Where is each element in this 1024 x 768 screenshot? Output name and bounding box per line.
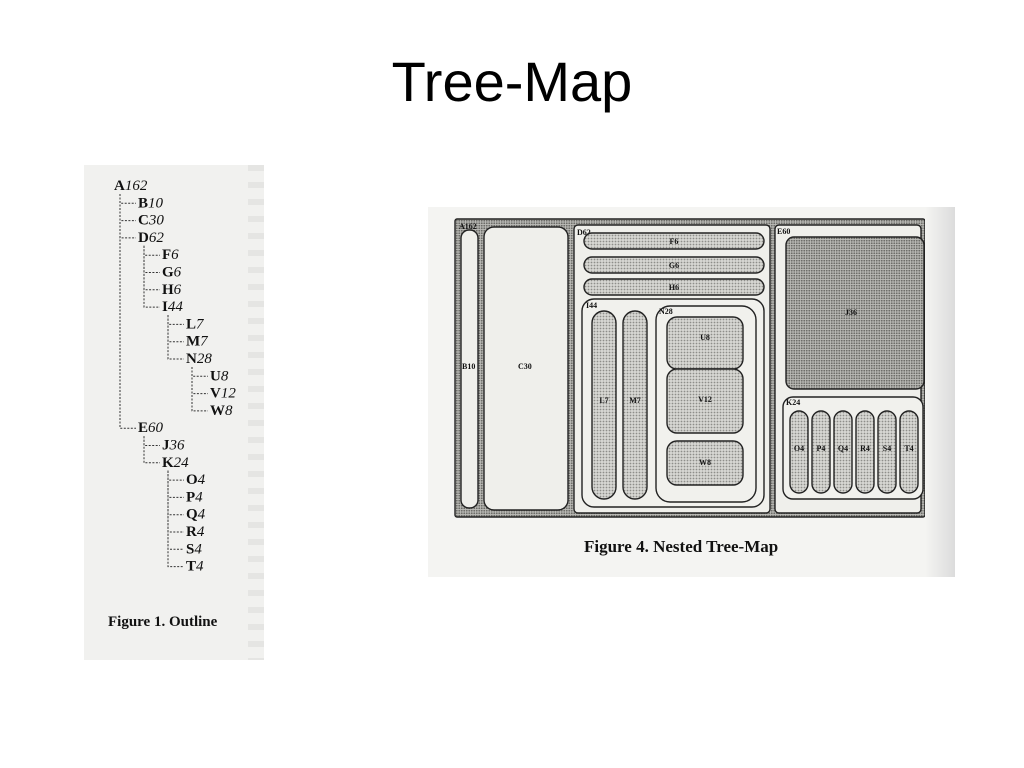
tree-connector	[143, 245, 160, 273]
outline-node: Q4	[186, 507, 206, 523]
treemap-node-t	[899, 410, 919, 494]
outline-node: S4	[186, 541, 202, 557]
treemap-node-r	[855, 410, 875, 494]
outline-node: U8	[210, 368, 229, 384]
tree-connector	[191, 367, 208, 412]
treemap-label-n: N28	[659, 307, 673, 316]
outline-node: P4	[186, 489, 203, 505]
outline-node: A162	[114, 178, 148, 194]
tree-connector	[167, 470, 184, 498]
outline-node: H6	[162, 282, 182, 298]
tree-connector	[191, 367, 208, 395]
scan-edge	[925, 207, 955, 577]
tree-connector	[143, 245, 160, 291]
tree-connector	[119, 194, 136, 204]
tree-connector	[167, 470, 184, 516]
outline-node: D62	[138, 230, 164, 246]
treemap-label-c: C30	[518, 362, 532, 371]
treemap-label-v: V12	[698, 395, 712, 404]
treemap-label-e: E60	[777, 227, 790, 236]
treemap-label-h: H6	[669, 283, 679, 292]
tree-connector	[143, 245, 160, 256]
treemap-node-h	[583, 278, 765, 296]
treemap-label-u: U8	[700, 333, 710, 342]
outline-node: M7	[186, 334, 209, 350]
tree-connector	[191, 367, 208, 377]
outline-node: C30	[138, 213, 164, 229]
treemap-node-p	[811, 410, 831, 494]
treemap-label-w: W8	[699, 458, 711, 467]
treemap-label-a: A162	[459, 222, 477, 231]
treemap-label-p: P4	[817, 444, 826, 453]
outline-node: V12	[210, 386, 236, 402]
treemap-node-l	[591, 310, 617, 500]
outline-caption: Figure 1. Outline	[108, 614, 218, 630]
treemap-node-q	[833, 410, 853, 494]
treemap-label-l: L7	[599, 396, 608, 405]
outline-node: J36	[162, 438, 185, 454]
outline-node: F6	[162, 247, 179, 263]
treemap-node-b	[460, 229, 479, 509]
outline-node: B10	[138, 195, 164, 211]
treemap-label-b: B10	[462, 362, 475, 371]
treemap-caption: Figure 4. Nested Tree-Map	[584, 537, 779, 556]
treemap-label-s: S4	[883, 444, 891, 453]
treemap-label-q: Q4	[838, 444, 848, 453]
tree-connector	[167, 470, 184, 550]
tree-connector	[143, 436, 160, 446]
treemap-node-c	[483, 226, 569, 511]
outline-node: I44	[162, 299, 183, 315]
treemap-node-u	[666, 316, 744, 370]
outline-tree: A162B10C30D62F6G6H6I44L7M7N28U8V12W8E60J…	[114, 178, 236, 575]
tree-connector	[119, 194, 136, 222]
outline-node: K24	[162, 455, 189, 471]
treemap-label-k: K24	[786, 398, 800, 407]
tree-connector	[119, 194, 136, 429]
tree-connector	[119, 194, 136, 239]
treemap-label-o: O4	[794, 444, 804, 453]
treemap-node-j	[785, 236, 925, 390]
outline-node: W8	[210, 403, 233, 419]
treemap-node-o	[789, 410, 809, 494]
treemap-label-r: R4	[860, 444, 870, 453]
outline-node: O4	[186, 472, 206, 488]
treemap-label-t: T4	[904, 444, 913, 453]
outline-node: R4	[186, 524, 205, 540]
tree-connector	[167, 470, 184, 481]
outline-node: E60	[138, 420, 164, 436]
treemap-node-f	[583, 232, 765, 250]
treemap-label-g: G6	[669, 261, 679, 270]
outline-node: T4	[186, 559, 204, 575]
treemap-node-m	[622, 310, 648, 500]
treemap-label-f: F6	[670, 237, 679, 246]
treemap-label-j: J36	[845, 308, 857, 317]
scan-ghost-text	[248, 165, 264, 660]
treemap-node-v	[666, 368, 744, 434]
treemap-node-w	[666, 440, 744, 486]
treemap-label-d: D62	[577, 228, 591, 237]
outline-node: G6	[162, 265, 182, 281]
treemap-node-g	[583, 256, 765, 274]
treemap-label-i: I44	[586, 301, 597, 310]
tree-connector	[143, 436, 160, 464]
tree-connector	[143, 245, 160, 308]
treemap-label-m: M7	[629, 396, 641, 405]
tree-connector	[167, 315, 184, 360]
slide-title: Tree-Map	[391, 50, 633, 113]
tree-connector	[167, 315, 184, 343]
outline-node: L7	[186, 316, 205, 332]
tree-connector	[167, 470, 184, 568]
outline-node: N28	[186, 351, 212, 367]
tree-connector	[167, 315, 184, 325]
treemap-node-s	[877, 410, 897, 494]
